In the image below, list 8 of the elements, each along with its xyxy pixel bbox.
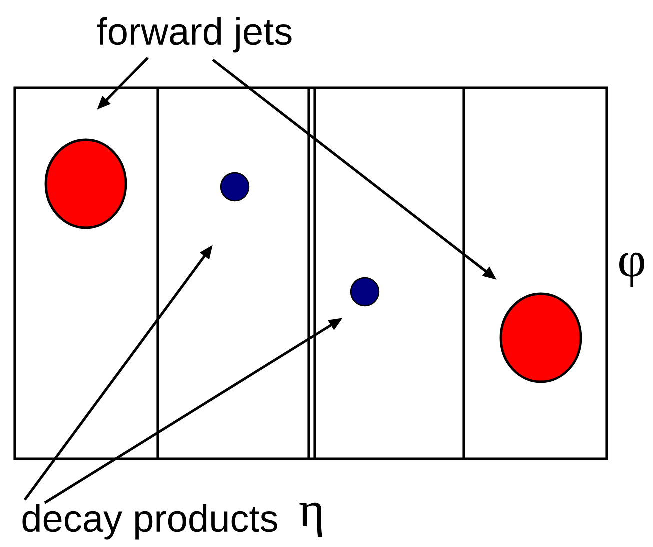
particle-dot <box>220 172 250 202</box>
jet-blob <box>44 138 128 230</box>
text-label: decay products <box>22 504 278 540</box>
particle-dot <box>350 277 380 307</box>
jet-blob <box>500 292 582 384</box>
axis-label: φ <box>620 252 644 288</box>
axis-label: η <box>300 502 322 538</box>
text-label: forward jets <box>97 17 292 53</box>
